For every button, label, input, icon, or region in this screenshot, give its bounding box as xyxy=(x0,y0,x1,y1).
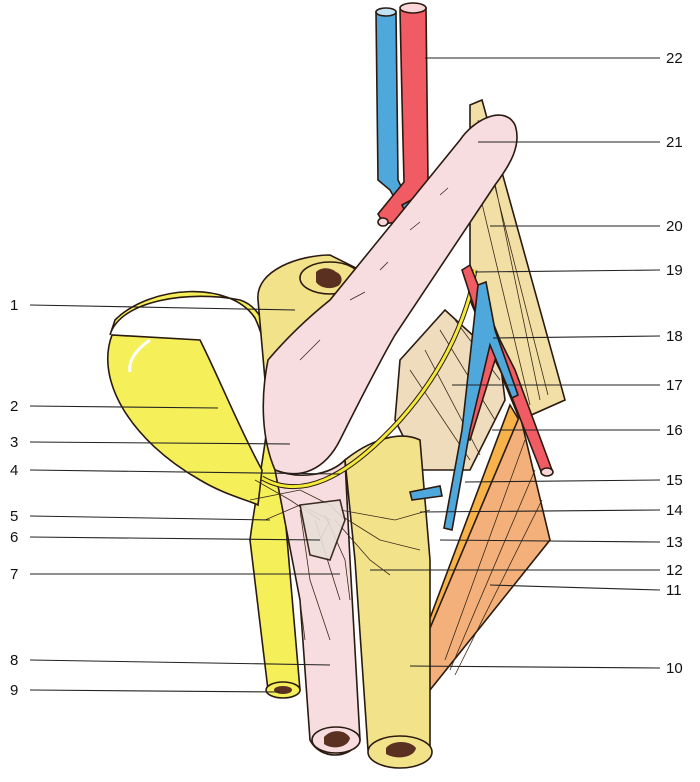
label-18: 18 xyxy=(666,328,683,345)
nerve-filaments xyxy=(249,479,431,641)
labels-left: 1 2 3 4 5 6 7 8 9 xyxy=(10,297,18,699)
label-22: 22 xyxy=(666,50,683,67)
label-20: 20 xyxy=(666,218,683,235)
label-4: 4 xyxy=(10,462,18,479)
label-6: 6 xyxy=(10,529,18,546)
label-5: 5 xyxy=(10,508,18,525)
label-8: 8 xyxy=(10,652,18,669)
label-15: 15 xyxy=(666,472,683,489)
label-9: 9 xyxy=(10,682,18,699)
labels-right: 22 21 20 19 18 17 16 15 14 13 12 11 10 xyxy=(666,50,683,677)
label-10: 10 xyxy=(666,660,683,677)
label-11: 11 xyxy=(666,582,682,599)
vein-right-descending xyxy=(409,280,519,531)
nerve-arc xyxy=(260,269,478,490)
label-7: 7 xyxy=(10,566,18,583)
label-17: 17 xyxy=(666,377,683,394)
orange-muscle-wedge xyxy=(417,403,551,693)
label-19: 19 xyxy=(666,262,683,279)
label-21: 21 xyxy=(666,134,683,151)
label-2: 2 xyxy=(10,398,18,415)
label-14: 14 xyxy=(666,502,683,519)
label-13: 13 xyxy=(666,534,683,551)
label-12: 12 xyxy=(666,562,683,579)
leader-lines xyxy=(29,57,661,693)
label-1: 1 xyxy=(10,297,18,314)
label-16: 16 xyxy=(666,422,683,439)
label-3: 3 xyxy=(10,434,18,451)
pale-yellow-tube-lower xyxy=(344,435,433,769)
